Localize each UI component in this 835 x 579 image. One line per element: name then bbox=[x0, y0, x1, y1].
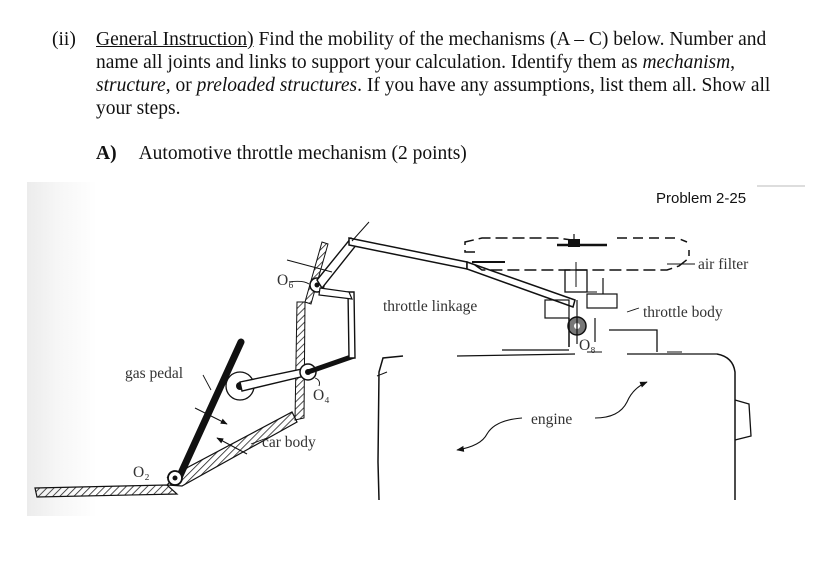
floor-ground bbox=[34, 484, 179, 498]
o4-rocker bbox=[307, 353, 355, 375]
label-o6: O₆ bbox=[277, 272, 294, 289]
engine-right-edge bbox=[716, 353, 736, 500]
gas-pedal-arm bbox=[173, 338, 245, 486]
instruction-line-3-text: . If you have any assumptions, list them… bbox=[357, 75, 771, 96]
instruction-line-2: name all joints and links to support you… bbox=[96, 51, 735, 74]
figure-background bbox=[27, 182, 805, 516]
label-o2: O₂ bbox=[133, 464, 150, 481]
label-engine: engine bbox=[531, 411, 573, 428]
label-air-filter: air filter bbox=[698, 256, 749, 273]
firewall-wall bbox=[294, 301, 306, 421]
instruction-line-2-text: name all joints and links to support you… bbox=[96, 52, 643, 73]
air-filter-bottom bbox=[474, 250, 690, 271]
instruction-line-1: General Instruction) Find the mobility o… bbox=[96, 28, 766, 51]
label-throttle-linkage: throttle linkage bbox=[383, 298, 478, 315]
mechanism-drawing bbox=[34, 185, 805, 501]
instruction-heading: General Instruction) bbox=[96, 29, 254, 50]
question-number: (ii) bbox=[52, 29, 76, 50]
instruction-line-3: structure, or preloaded structures. If y… bbox=[96, 74, 770, 97]
label-throttle-body: throttle body bbox=[643, 304, 723, 321]
structure-term: structure bbox=[96, 75, 166, 96]
mechanism-term: mechanism bbox=[642, 52, 731, 73]
throttle-linkage-rod bbox=[348, 237, 468, 270]
engine-left-edge bbox=[377, 355, 404, 501]
instruction-line-1-text: Find the mobility of the mechanisms (A –… bbox=[253, 29, 767, 50]
preloaded-structures-term: preloaded structures bbox=[196, 75, 358, 96]
instruction-line-3-sep: , or bbox=[165, 75, 197, 96]
vertical-link bbox=[347, 291, 356, 359]
problem-id: Problem 2-25 bbox=[656, 190, 747, 207]
label-car-body: car body bbox=[262, 434, 316, 451]
air-filter-top bbox=[464, 237, 573, 253]
comma: , bbox=[730, 52, 736, 73]
instruction-line-4: your steps. bbox=[96, 98, 181, 119]
part-a-label: A) bbox=[96, 143, 117, 164]
label-gas-pedal: gas pedal bbox=[125, 365, 184, 382]
part-a-heading: A) Automotive throttle mechanism (2 point… bbox=[96, 143, 467, 165]
part-a-title: Automotive throttle mechanism (2 points) bbox=[138, 143, 467, 164]
label-o8: O₈ bbox=[579, 337, 596, 354]
throttle-mechanism-figure: Problem 2-25 air filter throttle body th… bbox=[27, 182, 805, 516]
label-o4: O₄ bbox=[313, 387, 330, 404]
